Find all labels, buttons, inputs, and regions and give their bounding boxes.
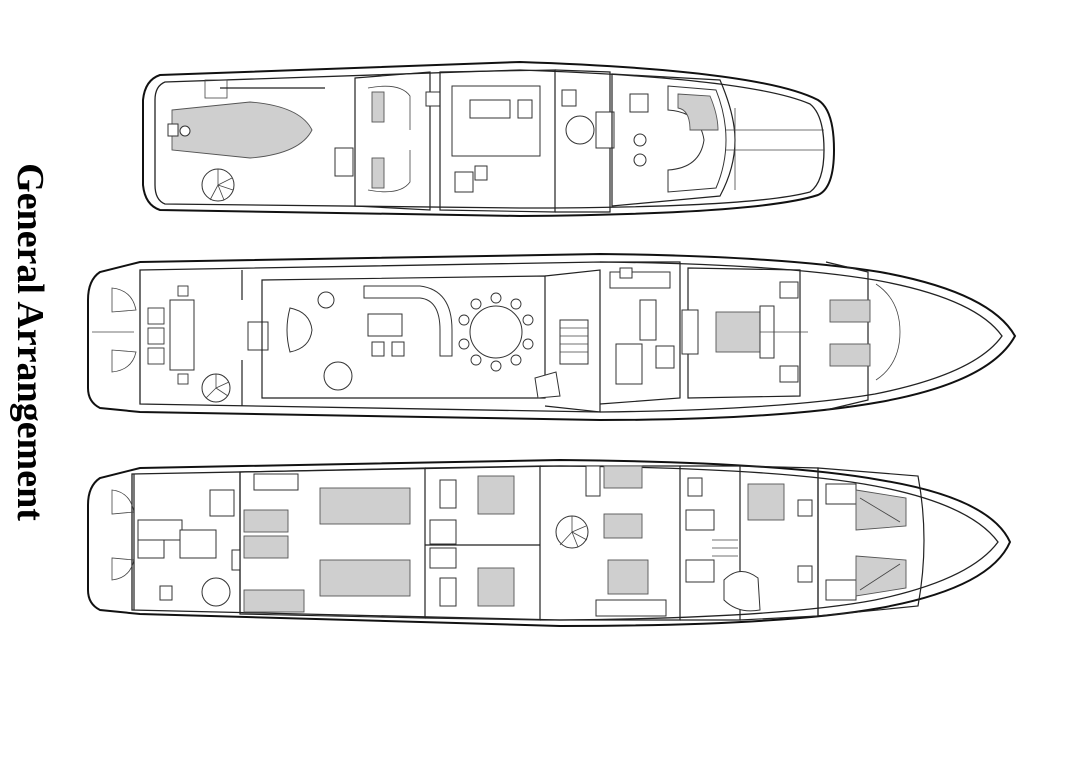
- lower-deck-plan: [87, 458, 1012, 628]
- sun-deck-plan: [142, 60, 836, 218]
- tender-boat: [171, 101, 313, 159]
- owner-bed: [715, 311, 761, 353]
- main-deck-plan: [87, 252, 1017, 422]
- main-engine-port: [319, 487, 411, 525]
- main-engine-starboard: [319, 559, 411, 597]
- dining-table: [469, 305, 523, 359]
- vip-bed: [747, 483, 785, 521]
